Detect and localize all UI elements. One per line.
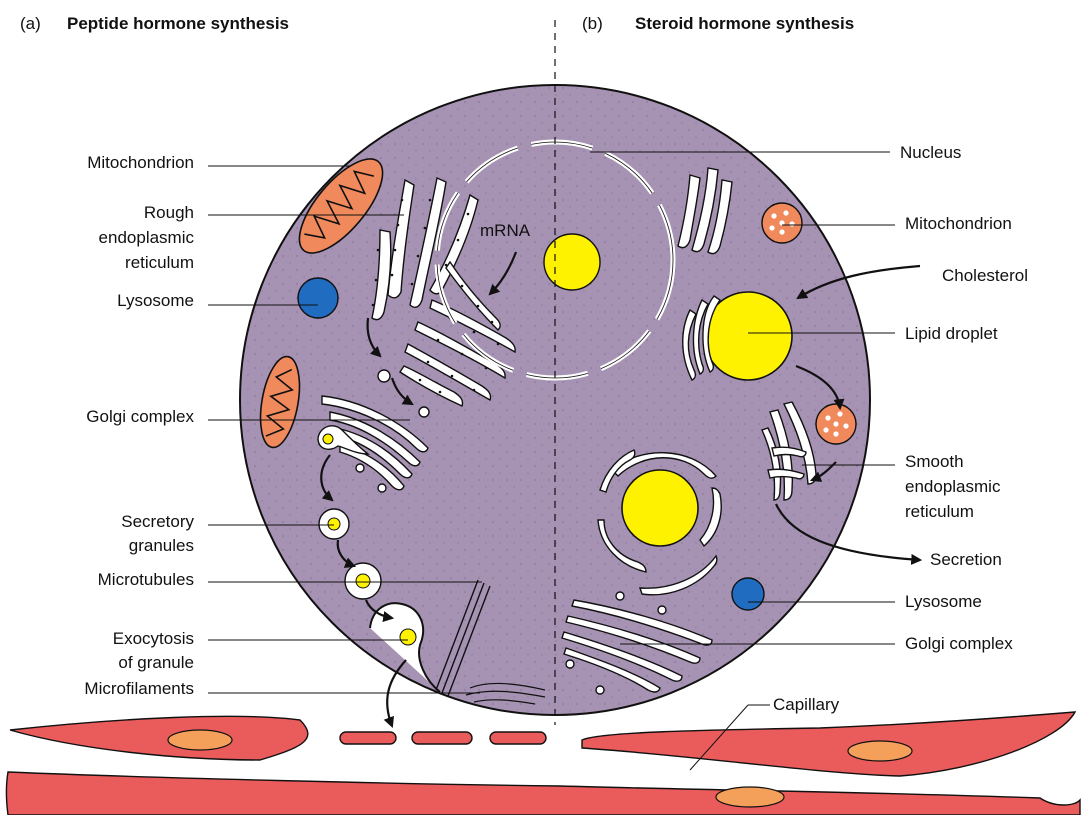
label-mitochondrion-a: Mitochondrion <box>87 153 194 172</box>
mitochondrion-b <box>762 203 802 243</box>
panel-b-title: Steroid hormone synthesis <box>635 14 854 33</box>
label-smooth-er-line3: reticulum <box>905 502 974 521</box>
label-smooth-er-line2: endoplasmic <box>905 477 1001 496</box>
lysosome-a <box>298 278 338 318</box>
label-rough-er-line3: reticulum <box>125 253 194 272</box>
panel-a-letter: (a) <box>20 14 41 33</box>
label-lysosome-b: Lysosome <box>905 592 982 611</box>
lipid-droplet <box>683 292 792 380</box>
label-mitochondrion-b: Mitochondrion <box>905 214 1012 233</box>
capillary-endothelium-upper-left <box>10 716 308 760</box>
label-rough-er-line2: endoplasmic <box>99 228 195 247</box>
label-nucleus: Nucleus <box>900 143 961 162</box>
capillary-endothelium-segment <box>340 732 396 744</box>
panel-b-letter: (b) <box>582 14 603 33</box>
label-golgi-b: Golgi complex <box>905 634 1013 653</box>
capillary-endothelium-segment <box>490 732 546 744</box>
label-cholesterol: Cholesterol <box>942 266 1028 285</box>
panel-a-title: Peptide hormone synthesis <box>67 14 289 33</box>
label-microfilaments: Microfilaments <box>84 679 194 698</box>
capillary-endothelium-upper-right <box>582 712 1075 776</box>
label-golgi-a: Golgi complex <box>86 407 194 426</box>
capillary-cell-nucleus <box>168 730 232 750</box>
label-microtubules: Microtubules <box>98 570 194 589</box>
capillary-endothelium-lower <box>7 772 1081 815</box>
label-capillary: Capillary <box>773 695 840 714</box>
label-lysosome-a: Lysosome <box>117 291 194 310</box>
label-smooth-er-line1: Smooth <box>905 452 964 471</box>
lysosome-b <box>732 578 764 610</box>
mitochondrion-b2 <box>816 404 856 444</box>
label-secretion: Secretion <box>930 550 1002 569</box>
label-exocytosis-line1: Exocytosis <box>113 629 194 648</box>
capillary-cell-nucleus <box>848 741 912 761</box>
label-secretory-line2: granules <box>129 536 194 555</box>
label-mrna: mRNA <box>480 221 531 240</box>
label-secretory-line1: Secretory <box>121 512 194 531</box>
capillary-cell-nucleus <box>716 787 784 807</box>
label-rough-er-line1: Rough <box>144 203 194 222</box>
nucleolus <box>544 234 600 290</box>
labels-left: Mitochondrion Rough endoplasmic reticulu… <box>84 153 194 698</box>
label-exocytosis-line2: of granule <box>118 653 194 672</box>
capillary <box>7 712 1081 815</box>
label-lipid-droplet: Lipid droplet <box>905 324 998 343</box>
capillary-endothelium-segment <box>412 732 472 744</box>
